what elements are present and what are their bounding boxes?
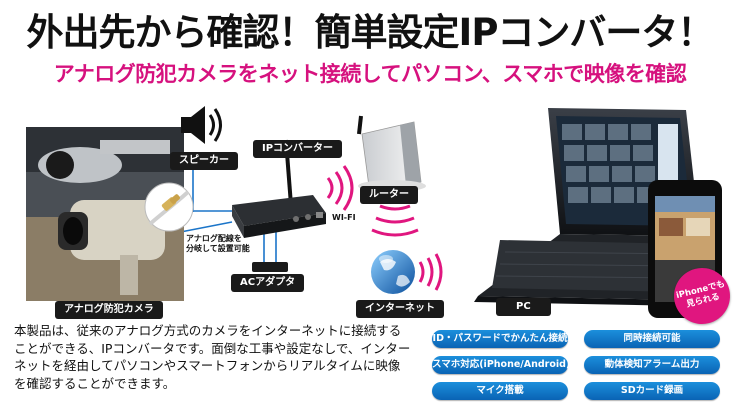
internet-label: インターネット [356,300,444,318]
speaker-label: スピーカー [170,152,238,170]
wiring-note-line2: 分岐して設置可能 [186,244,250,253]
internet-pc-signal [418,253,443,291]
page-subtitle: アナログ防犯カメラをネット接続してパソコン、スマホで映像を確認 [53,62,687,86]
analog-camera-image [26,127,184,301]
ac-adapter-image [252,262,288,272]
feature-badge-login: ID・パスワードでかんたん接続 [432,330,568,348]
pc-label: PC [496,298,551,316]
cable-connector-image [144,182,194,232]
wifi-label: WI-FI [332,213,356,222]
router-label: ルーター [360,186,418,204]
adapter-label: ACアダプタ [231,274,305,292]
converter-label: IPコンバーター [253,140,343,158]
internet-globe-icon [371,250,415,294]
product-description: 本製品は、従来のアナログ方式のカメラをインターネットに接続することができる、IP… [14,323,411,391]
router-internet-signal [371,204,419,237]
feature-badge-simultaneous: 同時接続可能 [584,330,720,348]
feature-badge-smartphone: スマホ対応(iPhone/Android) [432,356,570,374]
wifi-signal-icon [326,165,354,211]
feature-badge-microphone: マイク搭載 [432,382,568,400]
feature-badge-sd-recording: SDカード録画 [584,382,720,400]
feature-badge-motion-alarm: 動体検知アラーム出力 [584,356,720,374]
speaker-icon [181,106,222,144]
wiring-note: アナログ配線を 分岐して設置可能 [186,234,250,254]
router-image [357,115,426,195]
page-title: 外出先から確認！簡単設定IPコンバータ！ [26,11,715,54]
wiring-note-line1: アナログ配線を [186,234,242,243]
camera-label: アナログ防犯カメラ [55,301,163,319]
camera-grid-screen [562,124,657,203]
ip-converter-image [232,139,326,238]
